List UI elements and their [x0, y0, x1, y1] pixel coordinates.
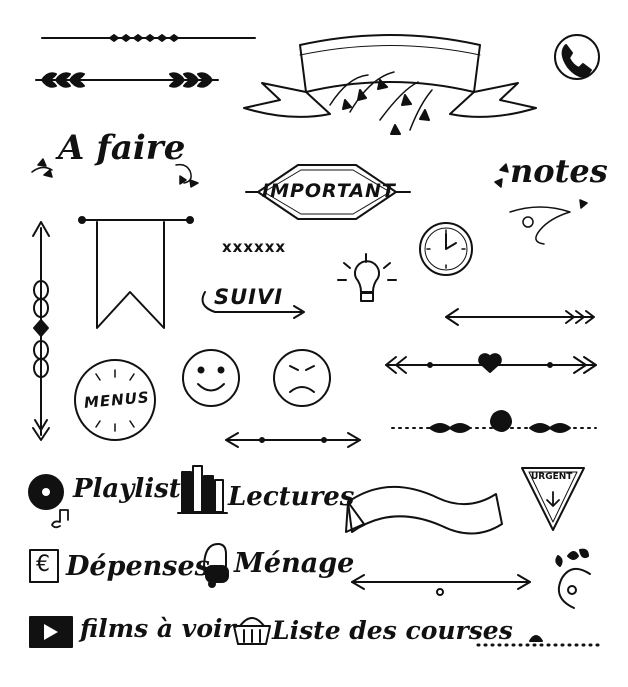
menage-label: Ménage — [234, 548, 355, 579]
euro-label: € — [36, 552, 50, 577]
notes-label: notes — [510, 152, 608, 190]
laurel-divider-icon — [35, 72, 219, 88]
books-icon — [177, 465, 228, 514]
playlist-label: Playlist — [73, 474, 181, 504]
a-faire-flourish-icon — [31, 158, 199, 188]
basket-icon — [233, 617, 271, 645]
leaf-ornament-icon — [391, 410, 597, 433]
important-label: IMPORTANT — [262, 180, 396, 202]
menus-badge-icon — [74, 359, 156, 441]
double-arrow-icon — [225, 432, 361, 448]
lightbulb-icon — [337, 253, 397, 302]
suivi-arrow-icon — [201, 291, 305, 319]
notes-flourish-icon — [494, 163, 588, 245]
urgent-label: URGENT — [531, 472, 573, 482]
dotted-divider-icon — [476, 635, 602, 647]
vertical-arrow-icon — [32, 221, 50, 441]
depenses-label: Dépenses — [66, 551, 210, 582]
phone-icon — [554, 34, 600, 80]
flourish-icon — [555, 548, 591, 609]
courses-label: Liste des courses — [272, 616, 513, 645]
film-strip-icon — [29, 616, 73, 648]
thin-divider-icon — [41, 34, 256, 42]
vacuum-icon — [203, 543, 229, 588]
lectures-label: Lectures — [228, 482, 355, 512]
wave-ribbon-icon — [345, 486, 503, 535]
suivi-label: SUIVI — [214, 285, 284, 309]
arrow-icon — [445, 308, 595, 326]
clock-icon — [419, 222, 473, 276]
wallet-icon — [29, 549, 59, 583]
heart-arrow-icon — [385, 353, 597, 374]
a-faire-label: A faire — [58, 128, 186, 168]
leaf-arrow-icon — [351, 574, 531, 596]
smiley-happy-icon — [182, 349, 240, 407]
hanging-flag-icon — [78, 216, 194, 329]
films-label: films à voir — [80, 614, 236, 643]
important-frame-icon — [245, 164, 411, 220]
vinyl-record-icon — [28, 474, 69, 529]
urgent-sign-icon — [521, 467, 585, 531]
banner-ribbon-icon — [243, 34, 537, 135]
xxxxxx-label: xxxxxx — [222, 238, 287, 256]
smiley-sad-icon — [273, 349, 331, 407]
